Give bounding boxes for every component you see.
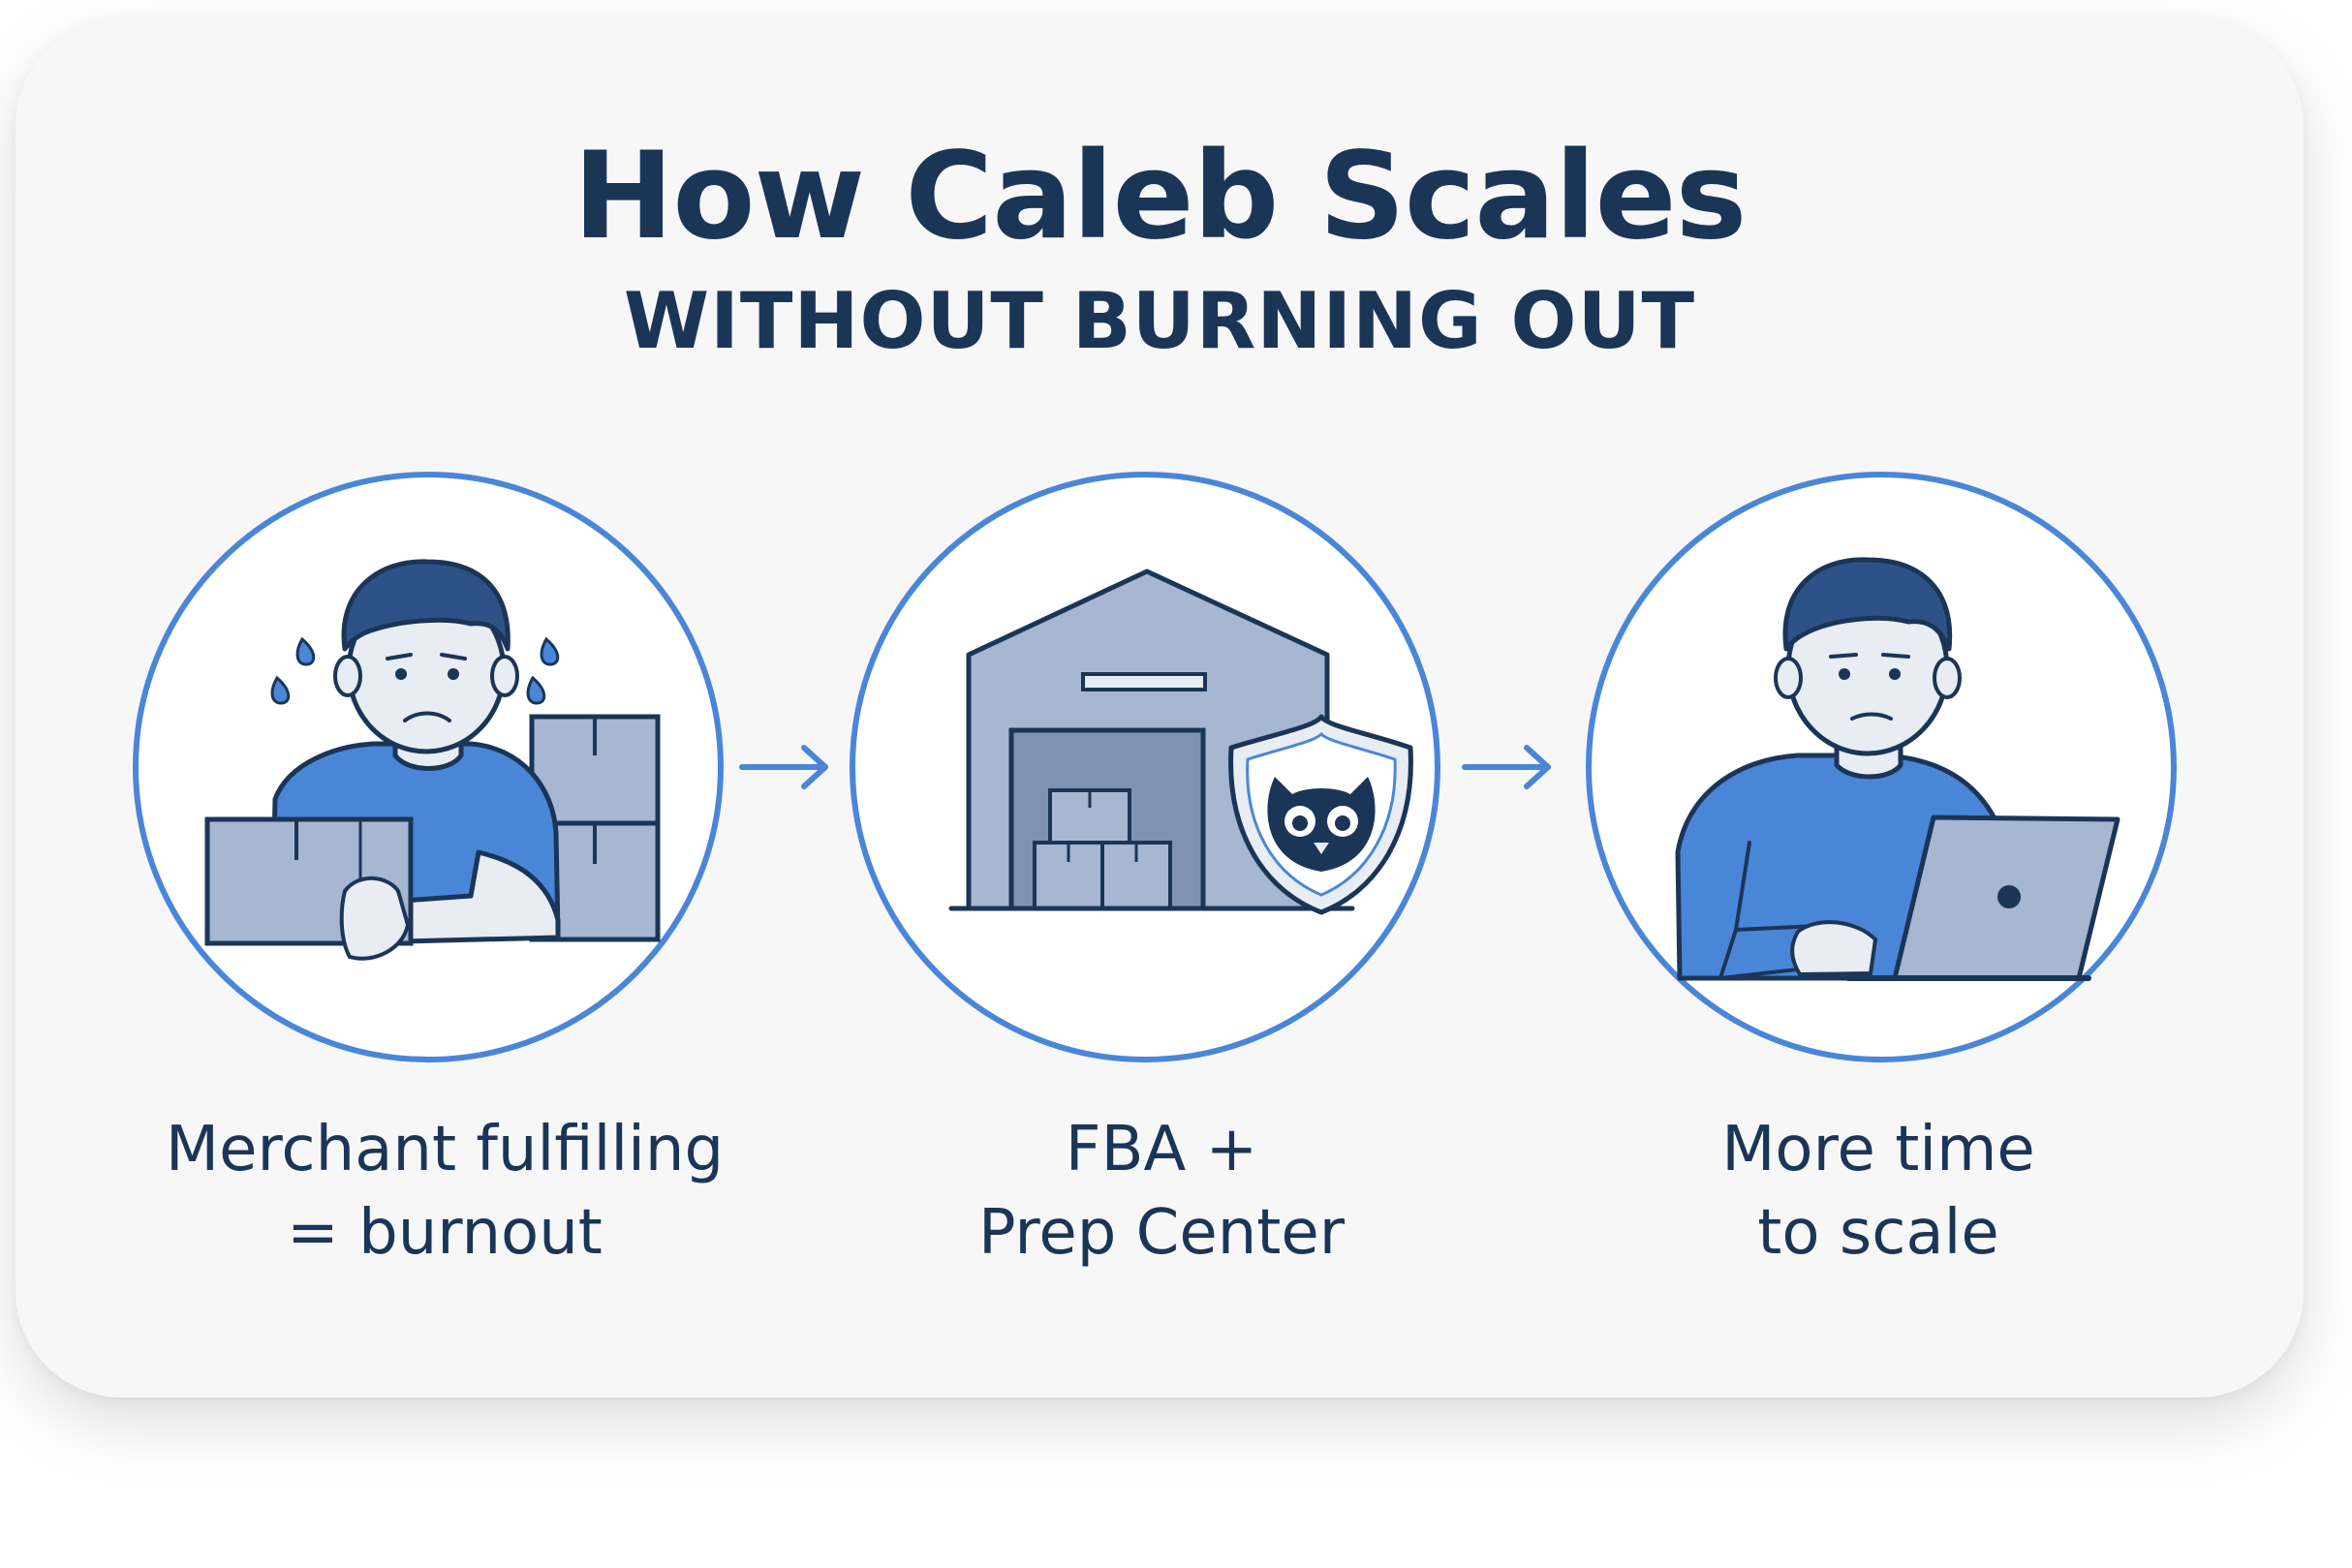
- page-title: How Caleb Scales: [573, 127, 1748, 266]
- step-label-line: More time: [1721, 1114, 2035, 1185]
- process-diagram: [133, 472, 2177, 1062]
- arrow-right-icon: [1462, 745, 1551, 789]
- step-label-line: FBA +: [1065, 1114, 1258, 1185]
- page-subtitle: WITHOUT BURNING OUT: [623, 276, 1696, 366]
- step-label-line: to scale: [1757, 1197, 1999, 1269]
- step-label-line: Merchant fulfilling: [165, 1114, 725, 1185]
- step-label-fba: FBA + Prep Center: [774, 1108, 1549, 1275]
- step-label-merchant: Merchant fulfilling = burnout: [57, 1108, 832, 1275]
- step-label-line: = burnout: [287, 1197, 603, 1269]
- infographic-card: How Caleb Scales WITHOUT BURNING OUT: [15, 19, 2304, 1398]
- person-on-laptop-icon: [1586, 472, 2177, 1062]
- step-label-line: Prep Center: [977, 1197, 1346, 1269]
- warehouse-with-owl-shield-icon: [850, 472, 1440, 1062]
- step-label-more-time: More time to scale: [1491, 1108, 2266, 1275]
- stressed-person-with-boxes-icon: [133, 472, 724, 1062]
- arrow-right-icon: [739, 745, 828, 789]
